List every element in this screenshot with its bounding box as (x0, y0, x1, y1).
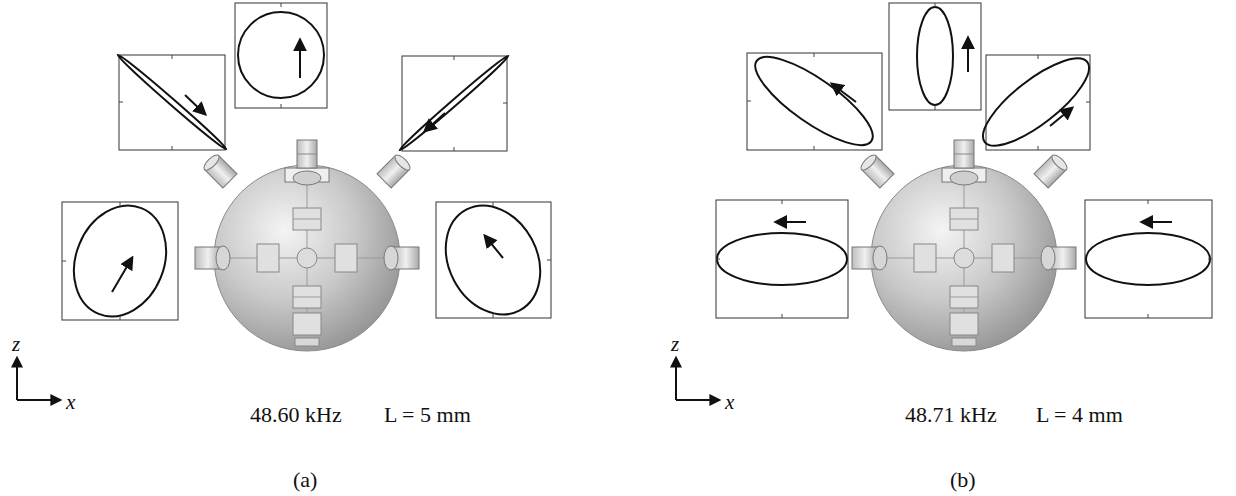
plot-ticks (62, 3, 1212, 320)
length-label: L = 5 mm (384, 404, 471, 426)
axis-label: x (66, 392, 75, 413)
axis-label: x (725, 392, 734, 413)
length-label: L = 4 mm (1036, 404, 1123, 426)
panel-label: (a) (293, 469, 317, 491)
axis-label: z (671, 334, 679, 355)
panel-label: (b) (950, 469, 976, 491)
panel-b (676, 3, 1212, 400)
panel-a (17, 3, 559, 400)
frequency-label: 48.71 kHz (905, 404, 997, 426)
frequency-label: 48.60 kHz (250, 404, 342, 426)
axis-label: z (12, 334, 20, 355)
